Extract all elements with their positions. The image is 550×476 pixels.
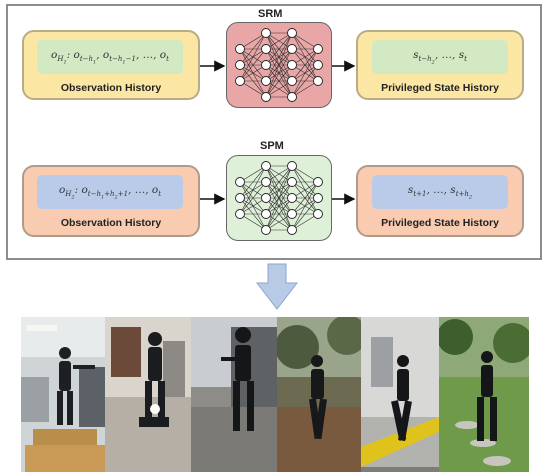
nn-edge — [265, 213, 293, 231]
nn-node — [313, 177, 323, 187]
nn-edge — [265, 165, 293, 199]
photo-forest — [277, 317, 361, 472]
spm-output-label: Privileged State History — [381, 217, 499, 229]
nn-edge — [291, 197, 319, 231]
nn-node — [235, 76, 245, 86]
nn-node — [287, 209, 297, 219]
nn-node — [287, 225, 297, 235]
nn-edge — [239, 48, 267, 82]
nn-edge — [291, 64, 319, 98]
srm-output-label: Privileged State History — [381, 82, 499, 94]
nn-node — [261, 225, 271, 235]
spm-network-graph — [235, 161, 323, 235]
nn-node — [235, 209, 245, 219]
nn-edge — [239, 165, 267, 215]
nn-node — [313, 76, 323, 86]
srm-title: SRM — [258, 8, 283, 20]
srm-input-formula: oH1: ot−h1, ot−h1−1, …, ot — [37, 40, 183, 74]
nn-node — [261, 28, 271, 38]
nn-node — [287, 60, 297, 70]
nn-edge — [291, 181, 319, 231]
nn-node — [261, 60, 271, 70]
nn-edge — [291, 80, 319, 98]
nn-edge — [239, 165, 267, 183]
spm-input-box: oH2: ot−h1+h2+1, …, ot Observation Histo… — [22, 165, 200, 237]
nn-edge — [265, 64, 293, 98]
nn-edge — [291, 48, 319, 82]
nn-edge — [239, 64, 267, 82]
nn-edge — [265, 32, 293, 82]
spm-input-label: Observation History — [60, 217, 162, 229]
nn-edge — [291, 48, 319, 98]
nn-edge — [265, 80, 293, 98]
nn-node — [313, 193, 323, 203]
nn-edge — [265, 32, 293, 50]
nn-node — [261, 161, 271, 171]
nn-node — [287, 161, 297, 171]
nn-node — [261, 44, 271, 54]
nn-node — [261, 92, 271, 102]
nn-node — [287, 193, 297, 203]
photo-outdoor-wall — [191, 317, 277, 472]
nn-edge — [239, 197, 267, 215]
nn-edge — [291, 213, 319, 231]
nn-node — [235, 60, 245, 70]
nn-edge — [265, 165, 293, 215]
photo-indoor-stairs — [21, 317, 105, 472]
down-arrow — [255, 263, 299, 310]
nn-node — [287, 92, 297, 102]
nn-node — [261, 177, 271, 187]
nn-node — [261, 193, 271, 203]
photo-outdoor-building — [105, 317, 191, 472]
nn-edge — [265, 165, 293, 231]
spm-output-box: st+1, …, st+h2 Privileged State History — [356, 165, 524, 237]
srm-output-box: st−h2, …, st Privileged State History — [356, 30, 524, 100]
nn-edge — [265, 197, 293, 231]
nn-node — [261, 76, 271, 86]
nn-node — [313, 209, 323, 219]
nn-edge — [239, 32, 267, 50]
nn-edge — [265, 32, 293, 66]
srm-network-graph — [235, 28, 323, 102]
nn-edge — [239, 80, 267, 98]
nn-node — [287, 177, 297, 187]
nn-node — [287, 76, 297, 86]
nn-edge — [265, 32, 293, 98]
srm-input-box: oH1: ot−h1, ot−h1−1, …, ot Observation H… — [22, 30, 200, 100]
nn-node — [287, 28, 297, 38]
spm-input-formula: oH2: ot−h1+h2+1, …, ot — [37, 175, 183, 209]
nn-edge — [291, 48, 319, 66]
nn-node — [235, 177, 245, 187]
nn-edge — [291, 181, 319, 199]
nn-edge — [239, 181, 267, 215]
nn-edge — [291, 181, 319, 215]
photo-outdoor-curb — [361, 317, 439, 472]
nn-node — [313, 44, 323, 54]
nn-edge — [265, 165, 293, 183]
nn-node — [235, 193, 245, 203]
nn-node — [313, 60, 323, 70]
nn-edge — [239, 32, 267, 66]
nn-node — [261, 209, 271, 219]
spm-title: SPM — [260, 140, 284, 152]
srm-input-label: Observation History — [60, 82, 162, 94]
nn-edge — [239, 32, 267, 82]
nn-edge — [291, 32, 319, 50]
nn-edge — [291, 165, 319, 183]
photo-grass-stones — [439, 317, 529, 472]
nn-edge — [265, 181, 293, 231]
nn-edge — [239, 213, 267, 231]
robot-photo-strip — [21, 317, 529, 472]
srm-output-formula: st−h2, …, st — [372, 40, 508, 74]
nn-edge — [265, 48, 293, 98]
nn-node — [235, 44, 245, 54]
spm-output-formula: st+1, …, st+h2 — [372, 175, 508, 209]
nn-edge — [239, 165, 267, 199]
nn-node — [287, 44, 297, 54]
